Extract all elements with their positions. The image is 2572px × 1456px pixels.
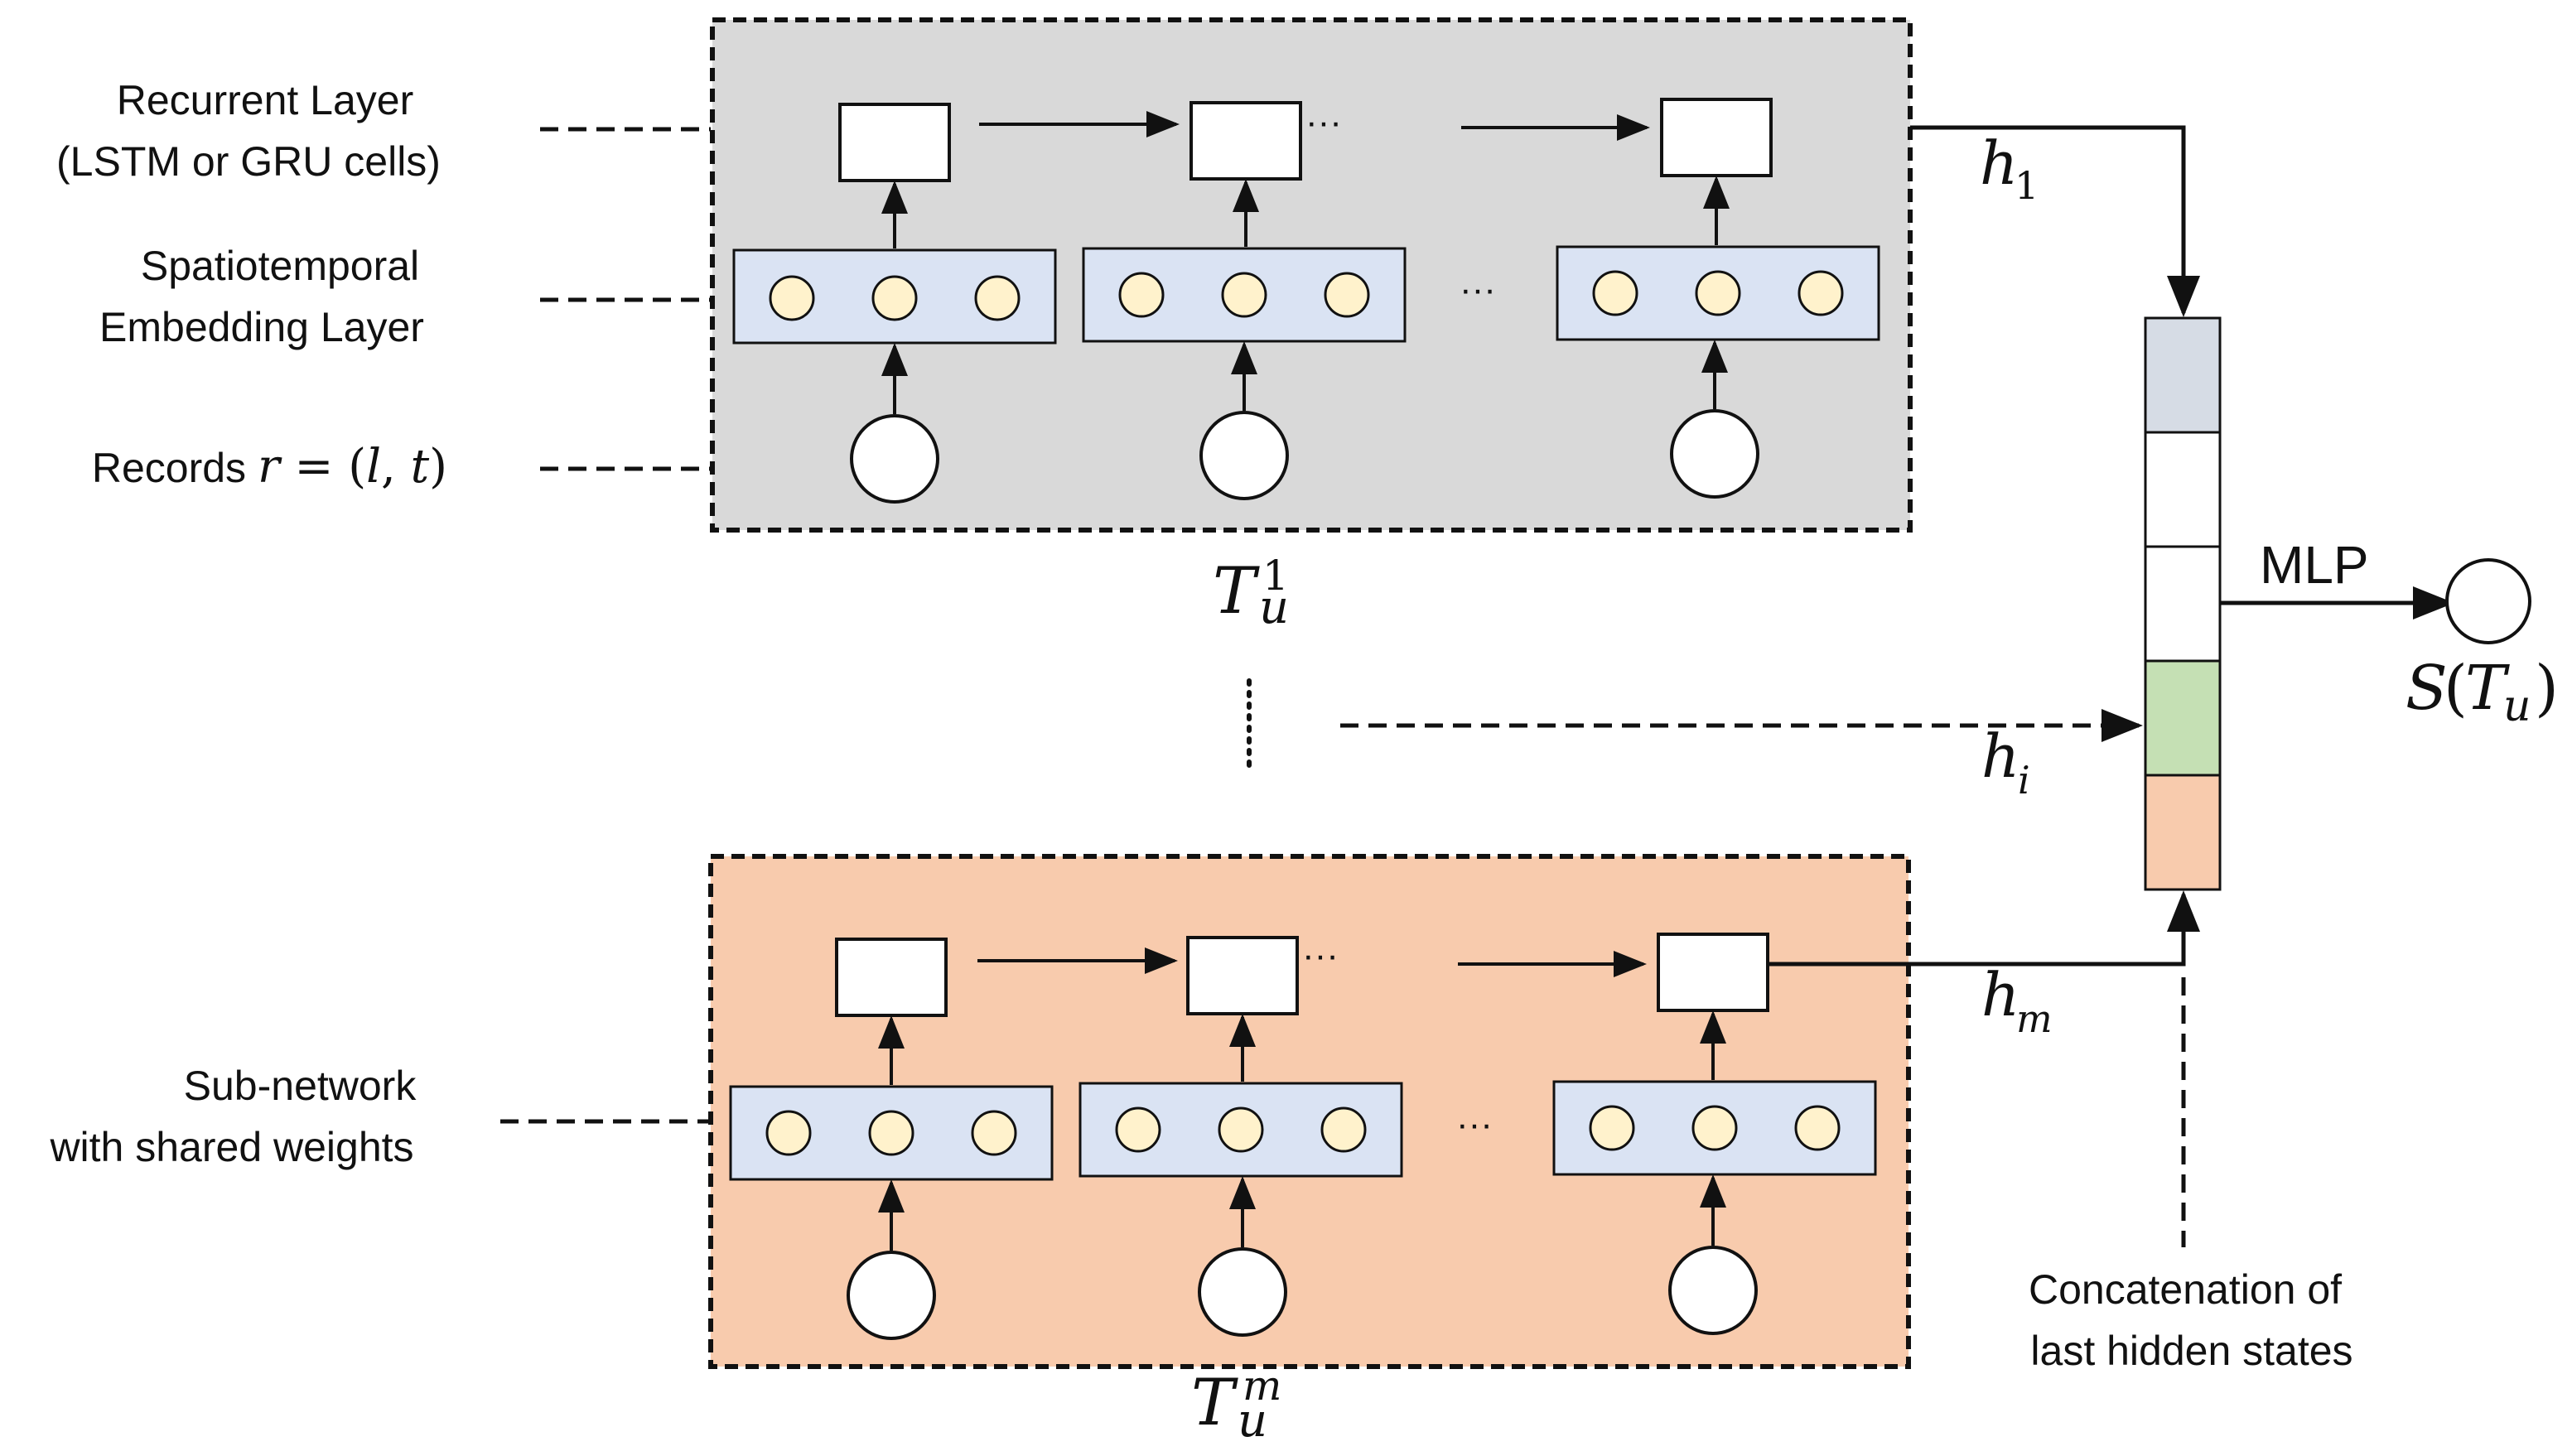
embedding-layer (1082, 247, 1407, 343)
concat-cell (2144, 431, 2222, 548)
recurrent-cell (1186, 936, 1299, 1015)
h-subscript: i (2018, 758, 2030, 803)
trajectory-sub: u (1238, 1394, 1267, 1448)
h-subscript: m (2016, 996, 2053, 1041)
embedding-node (1589, 1105, 1635, 1151)
concatenation-vector (2144, 316, 2222, 891)
subnetwork-top: ··· ··· (710, 17, 1913, 533)
embedding-node (1691, 1105, 1738, 1151)
embedding-layer (732, 248, 1057, 345)
hi-label: h i (1981, 721, 2030, 803)
embedding-layer-label: Embedding Layer (99, 304, 424, 350)
recurrent-layer-label: Recurrent Layer (117, 77, 414, 123)
subnetwork-label: Sub-network (184, 1063, 417, 1109)
records-label: Records r = (l, t) (92, 440, 447, 494)
trajectory-T: T (1213, 554, 1260, 629)
output-sub: u (2503, 682, 2531, 731)
embedding-node (1324, 272, 1370, 318)
concatenation-label: Concatenation of (2029, 1266, 2342, 1313)
embedding-node (974, 275, 1021, 321)
mlp-label: MLP (2260, 535, 2369, 595)
hm-label: h m (1981, 960, 2053, 1041)
recurrent-cell (838, 103, 951, 182)
embedding-layer (1556, 245, 1880, 341)
embedding-node (868, 1110, 914, 1156)
recurrent-layer-label: (LSTM or GRU cells) (56, 138, 441, 185)
embedding-node (1798, 270, 1844, 316)
output-S: S (2406, 653, 2448, 724)
ellipsis: ··· (1305, 102, 1342, 142)
concat-cell (2144, 659, 2222, 777)
output-node (2445, 558, 2531, 644)
trajectory-label-first: T 1 u (1213, 552, 1289, 634)
trajectory-T: T (1191, 1366, 1238, 1440)
h-symbol: h (1981, 721, 2019, 791)
ellipsis: ··· (1456, 1104, 1493, 1145)
h-symbol: h (1981, 960, 2019, 1029)
recurrent-cell (1660, 98, 1773, 177)
embedding-layer (1079, 1082, 1403, 1178)
embedding-node (1221, 272, 1267, 318)
embedding-node (1320, 1106, 1367, 1153)
ellipsis: ··· (1302, 935, 1339, 976)
output-paren: ( (2444, 653, 2468, 724)
embedding-node (1794, 1105, 1841, 1151)
embedding-node (1695, 270, 1741, 316)
trajectory-label-last: T m u (1191, 1362, 1281, 1448)
embedding-layer-label: Spatiotemporal (141, 243, 419, 289)
h1-label: h 1 (1980, 128, 2039, 208)
trajectory-sup: 1 (1262, 552, 1289, 600)
trajectory-sub: u (1259, 581, 1289, 634)
record-node (1668, 1246, 1758, 1335)
output-label: S ( T u ) (2406, 653, 2559, 731)
record-node (850, 414, 939, 504)
embedding-node (871, 275, 918, 321)
output-T: T (2465, 653, 2510, 724)
embedding-node (1115, 1106, 1161, 1153)
embedding-node (1218, 1106, 1264, 1153)
embedding-layer (729, 1085, 1054, 1181)
embedding-node (971, 1110, 1017, 1156)
concat-cell (2144, 774, 2222, 891)
embedding-node (769, 275, 815, 321)
record-node (1199, 411, 1289, 500)
recurrent-cell (1189, 101, 1302, 181)
recurrent-cell (1657, 933, 1769, 1012)
subnetwork-bottom: ··· ··· (708, 854, 1911, 1369)
hm-connection (1768, 890, 2200, 967)
output-paren: ) (2535, 653, 2559, 724)
embedding-node (1592, 270, 1638, 316)
record-node (847, 1251, 936, 1340)
ellipsis: ··· (1460, 269, 1496, 310)
recurrent-cell (835, 938, 948, 1017)
h1-connection (1910, 125, 2200, 317)
h-subscript: 1 (2015, 163, 2039, 208)
record-node (1670, 409, 1759, 499)
trajectory-sup: m (1243, 1362, 1281, 1410)
record-node (1198, 1247, 1287, 1337)
embedding-node (1118, 272, 1165, 318)
concat-cell (2144, 545, 2222, 663)
embedding-node (765, 1110, 812, 1156)
concatenation-label: last hidden states (2030, 1328, 2352, 1374)
concat-cell (2144, 316, 2222, 434)
embedding-layer (1552, 1080, 1877, 1176)
subnetwork-label: with shared weights (49, 1124, 413, 1170)
h-symbol: h (1980, 128, 2018, 198)
